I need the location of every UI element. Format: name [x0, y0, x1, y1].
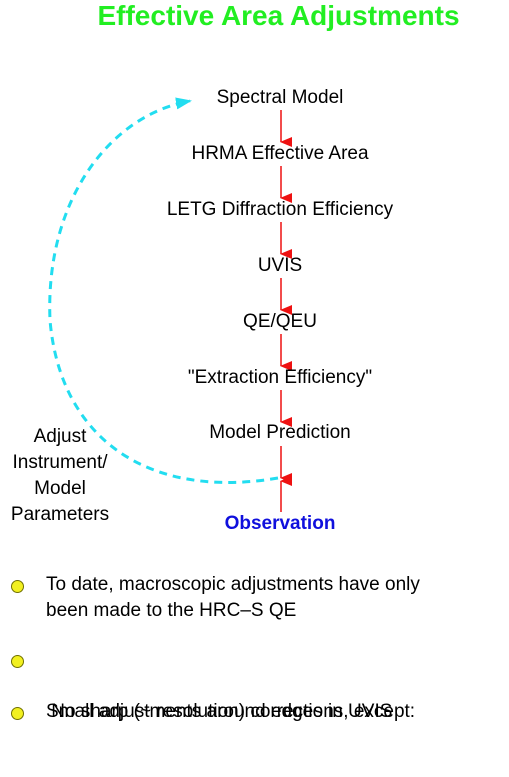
- step-letg-diffraction-efficiency: LETG Diffraction Efficiency: [166, 199, 394, 220]
- bullet-dot-icon: [11, 580, 24, 593]
- step-observation: Observation: [224, 513, 336, 534]
- bullet-line: No sharp (~ resolution) corrections, exc…: [46, 701, 416, 722]
- step-spectral-model: Spectral Model: [216, 87, 344, 108]
- adjust-label-line: Model: [34, 478, 86, 499]
- step-qe-qeu: QE/QEU: [243, 311, 317, 332]
- adjust-label-line: Instrument/: [12, 452, 108, 473]
- step-model-prediction: Model Prediction: [209, 422, 351, 443]
- bullet-dot-icon: [11, 707, 24, 720]
- bullet-line: been made to the HRC–S QE: [46, 600, 297, 621]
- bullet-text: Small adjustments around edges in UVIS: [46, 699, 506, 725]
- bullet-line: Small adjustments around edges in UVIS: [46, 701, 393, 722]
- step-hrma-effective-area: HRMA Effective Area: [191, 143, 369, 164]
- page-title: Effective Area Adjustments: [97, 0, 460, 31]
- step-extraction-efficiency: "Extraction Efficiency": [187, 367, 373, 388]
- flow-diagram: [48, 97, 292, 512]
- step-uvis: UVIS: [257, 255, 303, 276]
- feedback-arrow: [48, 97, 279, 484]
- bullet-text: No sharp (~ resolution) corrections, exc…: [46, 647, 506, 777]
- adjust-label: Adjust Instrument/ Model Parameters: [0, 424, 120, 528]
- adjust-label-line: Adjust: [33, 426, 87, 447]
- bullet-line: To date, macroscopic adjustments have on…: [46, 574, 420, 595]
- bullet-text: To date, macroscopic adjustments have on…: [46, 572, 506, 624]
- adjust-label-line: Parameters: [10, 504, 110, 525]
- bullet-dot-icon: [11, 655, 24, 668]
